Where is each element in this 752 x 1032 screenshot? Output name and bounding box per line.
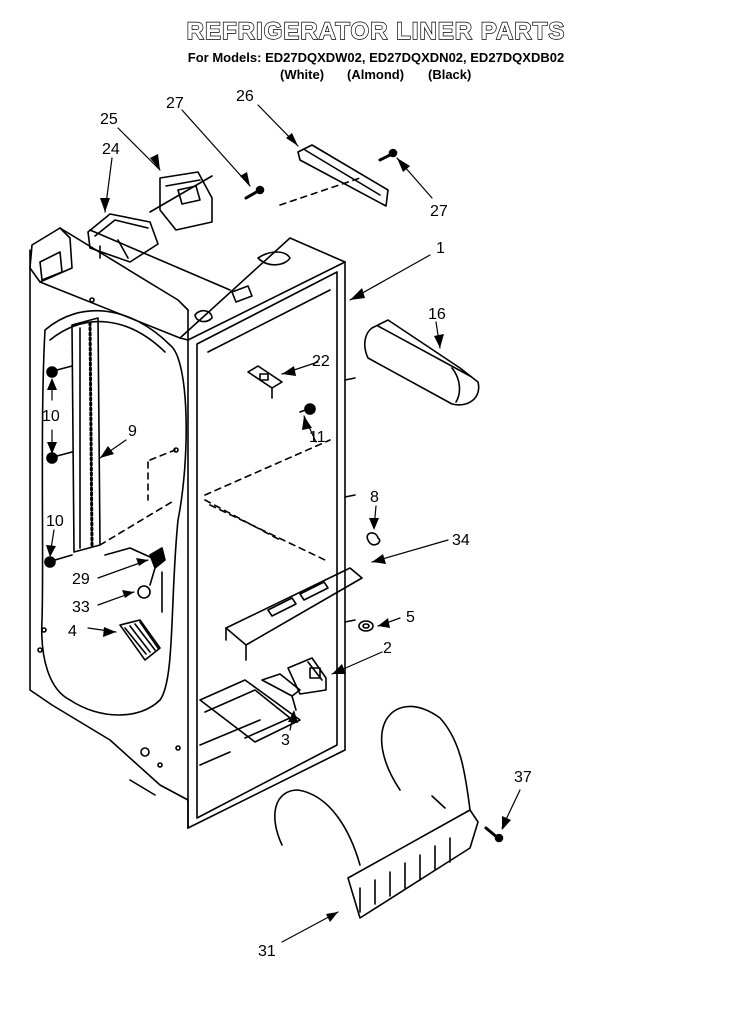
- callout-29: 29: [72, 571, 90, 588]
- liner-cabinet: [29, 227, 356, 829]
- part-24-damper-housing: [87, 213, 159, 263]
- callout-26: 26: [236, 88, 254, 105]
- callout-10-lower: 10: [46, 513, 64, 530]
- callout-8: 8: [370, 489, 379, 506]
- callout-10-upper: 10: [42, 408, 60, 425]
- diagram-title: REFRIGERATOR LINER PARTS: [186, 17, 566, 45]
- callout-31: 31: [258, 943, 276, 960]
- part-31-heater-mat: [274, 705, 479, 919]
- callout-33: 33: [72, 599, 90, 616]
- part-29-socket: [104, 547, 166, 586]
- callout-2: 2: [383, 640, 392, 657]
- part-4-grille: [119, 619, 161, 661]
- variant-white: (White): [280, 67, 325, 82]
- part-3-bracket: [261, 673, 301, 711]
- leader-lines: [49, 104, 521, 943]
- model-list: For Models: ED27DQXDW02, ED27DQXDN02, ED…: [187, 50, 565, 65]
- part-22-bracket: [247, 365, 283, 399]
- callout-34: 34: [452, 532, 470, 549]
- callout-11: 11: [309, 429, 326, 446]
- callout-27-right: 27: [430, 203, 448, 220]
- part-5-nut: [358, 620, 374, 632]
- part-9-vertical-channel: [71, 317, 176, 553]
- callout-24: 24: [102, 141, 120, 158]
- part-16-duct: [363, 319, 480, 406]
- part-33-bulb: [137, 571, 163, 613]
- callout-4: 4: [68, 623, 77, 640]
- callout-27-left: 27: [166, 95, 184, 112]
- part-25-bracket: [149, 171, 213, 231]
- callout-1: 1: [436, 240, 445, 257]
- part-2-bracket: [287, 657, 327, 695]
- color-variants: (White) (Almond) (Black): [0, 67, 752, 83]
- callout-37: 37: [514, 769, 532, 786]
- callout-labels: 1 2 3 4 5 8 9 10 10 11 16 22 24 25 26 27…: [42, 88, 532, 960]
- variant-black: (Black): [428, 67, 472, 82]
- callout-9: 9: [128, 423, 137, 440]
- callout-16: 16: [428, 306, 446, 323]
- callout-25: 25: [100, 111, 118, 128]
- part-11-screw: [299, 403, 316, 415]
- callout-22: 22: [312, 353, 330, 370]
- part-10-screws: [44, 365, 73, 568]
- part-34-shelf: [225, 567, 363, 661]
- part-26-rail: [279, 144, 389, 207]
- variant-almond: (Almond): [347, 67, 405, 82]
- part-37-screw: [484, 826, 504, 843]
- callout-3: 3: [281, 732, 290, 749]
- callout-5: 5: [406, 609, 415, 626]
- part-27-screws: [244, 148, 398, 200]
- part-8-clip: [366, 532, 381, 546]
- arrowheads: [46, 133, 511, 922]
